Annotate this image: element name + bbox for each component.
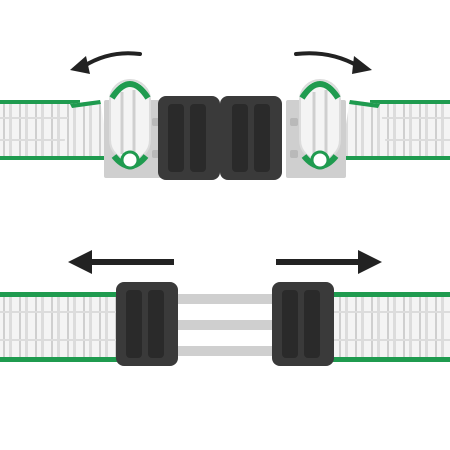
buckle-rails: [176, 294, 276, 356]
right-tape-loop: [299, 79, 341, 170]
right-tape-bottom: [330, 292, 450, 362]
bottom-panel: [0, 250, 450, 366]
left-tape-bottom: [0, 292, 120, 362]
right-tape-top: [340, 100, 450, 160]
left-tape-loop: [109, 79, 151, 170]
left-tape-top: [0, 100, 110, 160]
arrow-right-icon: [276, 250, 382, 274]
right-buckle-block: [272, 282, 334, 366]
curved-arrow-right-icon: [294, 51, 372, 74]
curved-arrow-left-icon: [70, 51, 142, 74]
buckle-joined-top: [158, 96, 282, 180]
top-panel: [0, 51, 450, 180]
arrow-left-icon: [68, 250, 174, 274]
left-buckle-block: [116, 282, 178, 366]
